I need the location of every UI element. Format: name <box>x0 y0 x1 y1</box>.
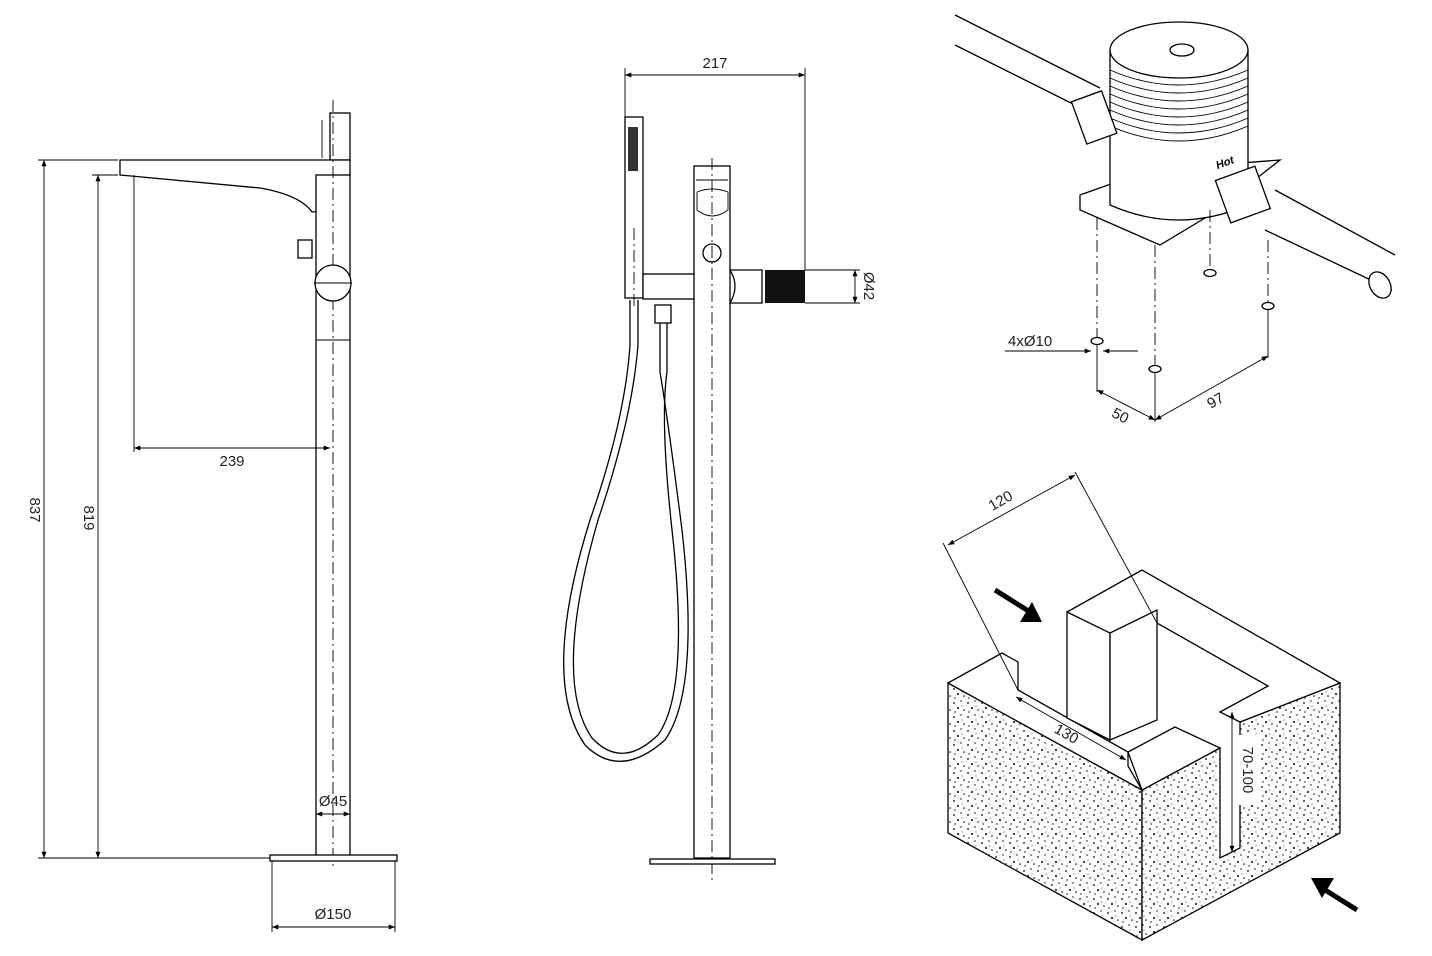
dim-97: 97 <box>1204 390 1227 413</box>
pipe-column-left <box>1066 610 1111 742</box>
dim-o45: Ø45 <box>319 793 347 810</box>
hose-nut <box>654 304 672 324</box>
hole <box>1203 268 1217 278</box>
dim-o150: Ø150 <box>315 906 352 923</box>
base-plate <box>269 854 398 862</box>
diverter-knob <box>297 239 313 259</box>
arrow-icon-top <box>993 587 1042 622</box>
niche-view: 120 130 70-100 <box>942 471 1359 942</box>
outlet-nut <box>1214 165 1272 224</box>
dim-4xo10: 4xØ10 <box>1008 333 1052 350</box>
shower-holder <box>642 273 696 300</box>
dim-70-100: 70-100 <box>1239 747 1256 794</box>
side-view: 837 819 239 Ø45 Ø150 <box>26 100 398 932</box>
hole <box>1261 301 1275 311</box>
pipe-column-right <box>1109 608 1158 741</box>
dim-o42: Ø42 <box>860 272 877 300</box>
valve-view: Hot 4xØ10 50 97 <box>954 14 1396 428</box>
dim-50: 50 <box>1109 405 1132 428</box>
hose-inner <box>572 300 680 754</box>
front-view: 217 Ø42 <box>563 55 877 880</box>
dim-120: 120 <box>986 487 1016 514</box>
connector <box>728 269 763 304</box>
hole <box>1090 336 1104 346</box>
dim-819: 819 <box>80 505 97 530</box>
dim-239: 239 <box>219 453 244 470</box>
base-plate <box>649 858 776 865</box>
arrow-icon-bottom <box>1311 878 1359 913</box>
inlet-pipe <box>954 14 1101 111</box>
hole <box>1148 364 1162 374</box>
inlet-nut <box>1070 90 1118 145</box>
hose-outer <box>563 300 689 762</box>
dim-837: 837 <box>26 497 43 522</box>
dim-217: 217 <box>702 55 727 72</box>
connector-thread <box>765 270 805 303</box>
